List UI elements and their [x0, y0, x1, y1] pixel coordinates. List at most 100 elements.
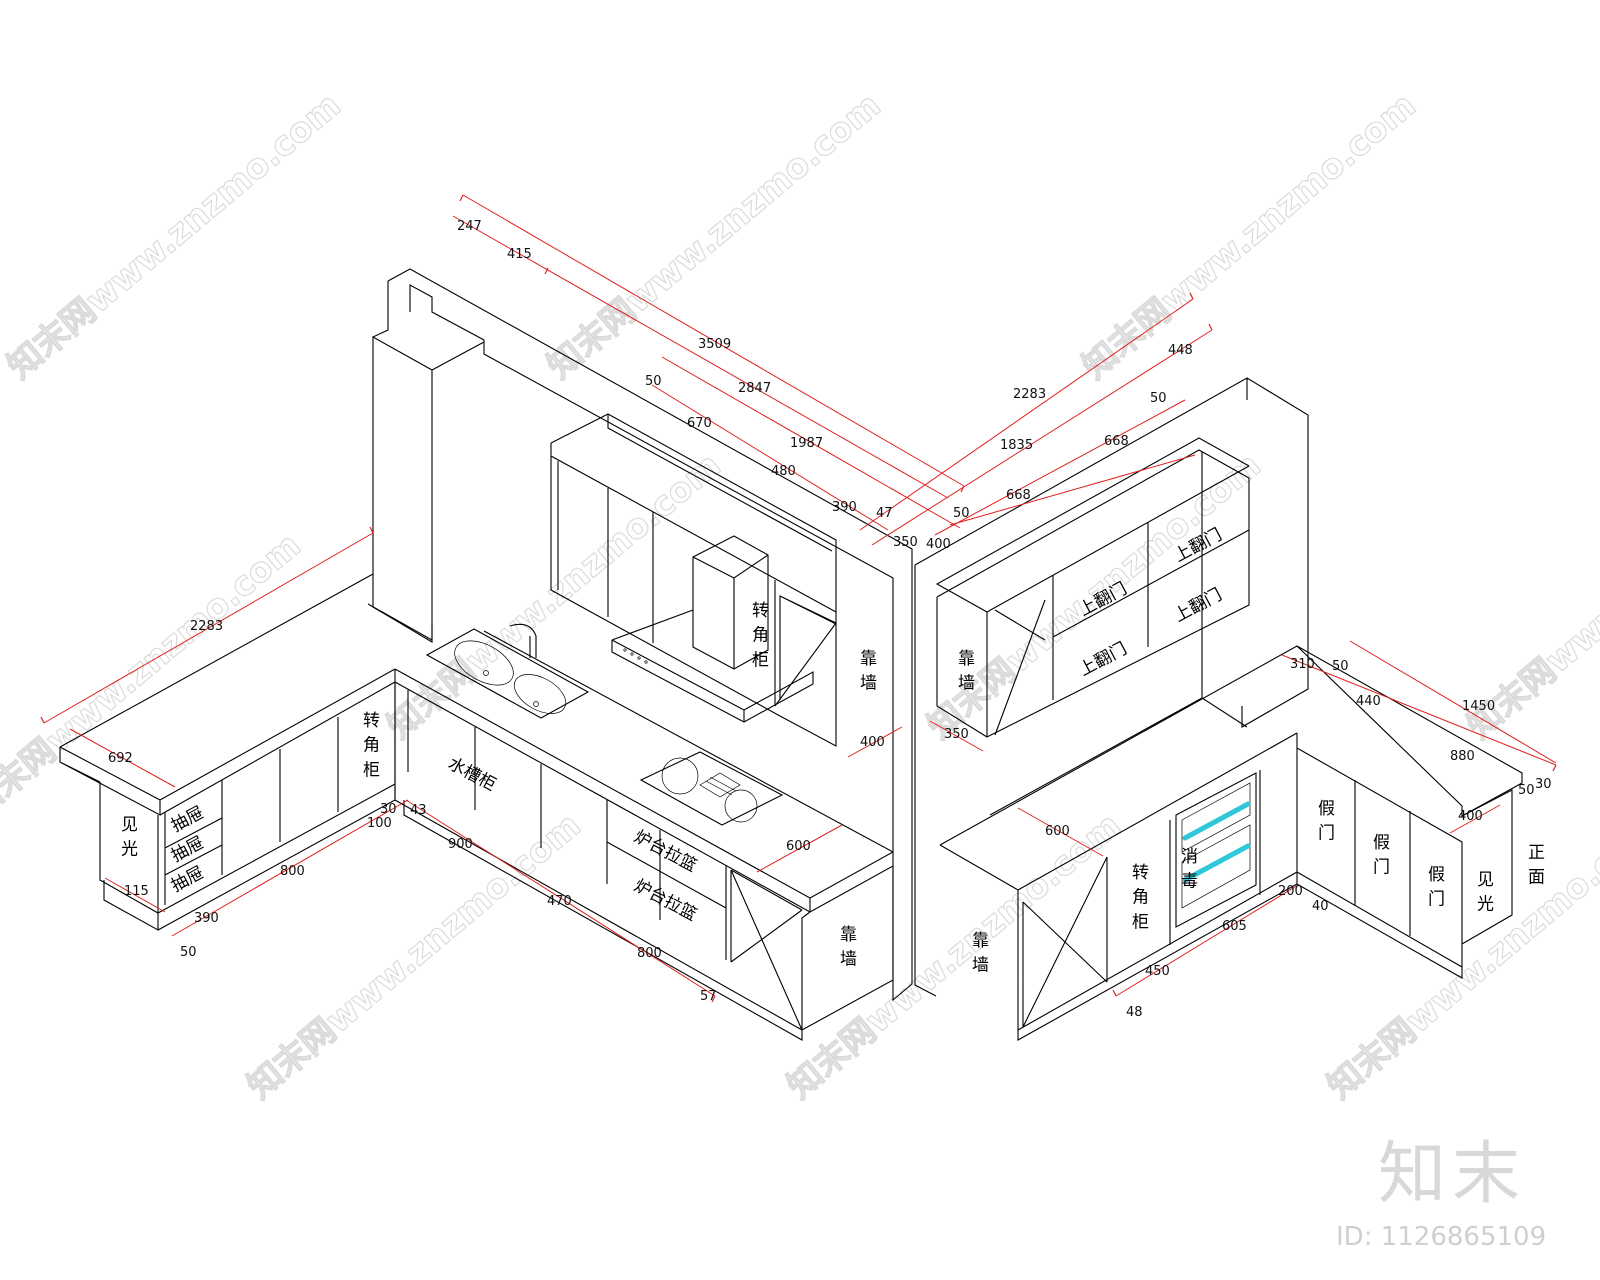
dim-label: 400	[1458, 809, 1483, 824]
label-stove-basket: 炉台拉篮	[631, 827, 700, 877]
label-against-wall: 靠墙	[958, 649, 975, 694]
dim-label: 415	[507, 247, 532, 262]
dim-label: 2847	[738, 381, 771, 396]
label-sink-cabinet: 水槽柜	[445, 754, 499, 796]
watermark: 知末网www.znzmo.com	[1320, 805, 1600, 1107]
dim-label: 880	[1450, 749, 1475, 764]
dim-label: 100	[367, 816, 392, 831]
dim-label: 470	[547, 894, 572, 909]
label-corner-cabinet: 转角柜	[1132, 863, 1149, 932]
upper-wall-cabinets	[550, 413, 837, 747]
dim-label: 50	[953, 506, 970, 521]
dim-label: 2283	[190, 619, 223, 634]
dim-label: 50	[1150, 391, 1167, 406]
dim-label: 50	[1332, 659, 1349, 674]
dim-label: 400	[860, 735, 885, 750]
dim-label: 30	[1535, 777, 1552, 792]
sterilizer-unit	[1175, 772, 1257, 928]
dim-label: 800	[280, 864, 305, 879]
column-base	[367, 603, 433, 641]
dim-label: 600	[786, 839, 811, 854]
watermark: 知末网www.znzmo.com	[0, 85, 349, 387]
right-run-cabinets	[1017, 733, 1513, 1041]
dim-label: 310	[1290, 657, 1315, 672]
dim-label: 350	[893, 535, 918, 550]
dim-label: 670	[687, 416, 712, 431]
back-wall	[387, 268, 913, 1002]
dim-label: 50	[645, 374, 662, 389]
double-sink	[425, 623, 590, 719]
dim-label: 668	[1006, 488, 1031, 503]
right-upper-cabinets	[935, 437, 1250, 738]
left-view	[59, 268, 913, 1041]
range-hood	[611, 535, 814, 723]
cabinet-labels: 转角柜 转角柜 转角柜 水槽柜 炉台拉篮 炉台拉篮 抽屉 抽屉 抽屉 见光 见光…	[121, 525, 1545, 976]
gas-stove	[639, 751, 784, 826]
label-corner-cabinet: 转角柜	[363, 711, 380, 780]
front-run-countertop	[394, 630, 894, 1030]
dim-label: 1835	[1000, 438, 1033, 453]
dimension-labels: 247 415 3509 2847 50 670 1987 480 390 47…	[108, 219, 1552, 1020]
brand-logo: 知末	[1378, 1135, 1527, 1214]
label-drawer: 抽屉	[168, 803, 207, 837]
dim-label: 390	[194, 911, 219, 926]
dim-label: 400	[926, 537, 951, 552]
left-run-countertop	[59, 573, 396, 816]
watermark: 知末网www.znzmo.com	[240, 805, 589, 1107]
label-fake-door: 假门	[1318, 799, 1335, 844]
dim-label: 57	[700, 989, 717, 1004]
label-flip-door: 上翻门	[1171, 585, 1225, 627]
front-run-cabinets	[394, 682, 894, 1041]
dim-label: 1450	[1462, 699, 1495, 714]
document-id: ID: 1126865109	[1336, 1222, 1547, 1252]
dim-label: 48	[1126, 1005, 1143, 1020]
label-visible-side: 见光	[121, 815, 138, 860]
dim-label: 43	[410, 803, 427, 818]
dim-label: 448	[1168, 343, 1193, 358]
watermark: 知末网www.znzmo.com	[0, 525, 309, 827]
label-stove-basket: 炉台拉篮	[631, 876, 700, 926]
dim-label: 30	[380, 802, 397, 817]
dim-label: 247	[457, 219, 482, 234]
dim-label: 47	[876, 506, 893, 521]
watermarks: 知末网www.znzmo.com 知末网www.znzmo.com 知末网www…	[0, 85, 1600, 1108]
dim-label: 1987	[790, 436, 823, 451]
watermark: 知末网www.znzmo.com	[1075, 85, 1424, 387]
dim-label: 450	[1145, 964, 1170, 979]
dim-label: 800	[637, 946, 662, 961]
right-wall-column	[989, 452, 1248, 816]
label-fake-door: 假门	[1428, 865, 1445, 910]
dimension-lines	[40, 194, 1557, 1003]
wall-column	[372, 281, 485, 643]
dim-label: 350	[944, 727, 969, 742]
label-drawer: 抽屉	[168, 833, 207, 867]
label-against-wall: 靠墙	[860, 649, 877, 694]
dim-label: 40	[1312, 899, 1329, 914]
dim-label: 440	[1356, 694, 1381, 709]
dim-label: 115	[124, 884, 149, 899]
dim-label: 668	[1104, 434, 1129, 449]
label-against-wall: 靠墙	[840, 925, 857, 970]
label-drawer: 抽屉	[168, 863, 207, 897]
label-sterilizer: 消毒	[1181, 847, 1198, 892]
dim-label: 200	[1278, 884, 1303, 899]
right-view	[914, 377, 1523, 1041]
dim-label: 3509	[698, 337, 731, 352]
label-corner-cabinet: 转角柜	[752, 601, 769, 670]
dim-label: 480	[771, 464, 796, 479]
watermark: 知末网www.znzmo.com	[780, 805, 1129, 1107]
label-fake-door: 假门	[1373, 833, 1390, 878]
label-flip-door: 上翻门	[1076, 639, 1130, 681]
dim-label: 600	[1045, 824, 1070, 839]
dim-label: 50	[1518, 783, 1535, 798]
dim-label: 900	[448, 837, 473, 852]
right-run-countertop	[939, 645, 1523, 905]
dim-label: 692	[108, 751, 133, 766]
label-visible-side: 见光	[1477, 870, 1494, 915]
label-against-wall: 靠墙	[972, 931, 989, 976]
dim-label: 390	[832, 500, 857, 515]
label-front-face: 正面	[1528, 843, 1545, 888]
dim-label: 50	[180, 945, 197, 960]
dim-label: 605	[1222, 919, 1247, 934]
